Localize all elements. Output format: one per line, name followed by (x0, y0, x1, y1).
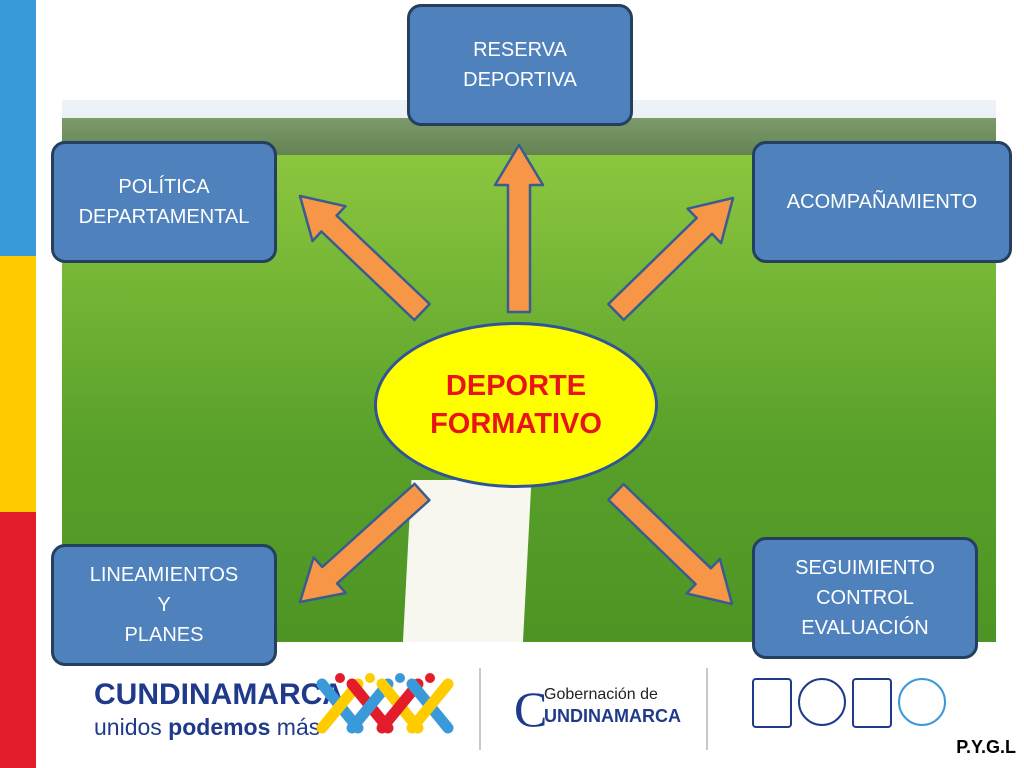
certification-seals (752, 678, 952, 734)
footer-divider-1 (479, 668, 481, 750)
node-reserva-deportiva: RESERVA DEPORTIVA (407, 4, 633, 126)
gobernacion-logo: C Gobernación de UNDINAMARCA (514, 678, 684, 737)
ntcgp-seal-icon (852, 678, 892, 728)
gobernacion-c-glyph: C (514, 681, 548, 737)
arrow-to-bottom-right (607, 482, 734, 606)
node-politica-departamental: POLÍTICA DEPARTAMENTAL (51, 141, 277, 263)
stripe-blue (0, 0, 36, 256)
node-lineamientos-planes: LINEAMIENTOS Y PLANES (51, 544, 277, 666)
colombia-seal-icon (898, 678, 946, 726)
stripe-red (0, 512, 36, 768)
author-initials: P.Y.G.L (956, 737, 1016, 757)
iqnet-seal-icon (798, 678, 846, 726)
cundinamarca-logo: CUNDINAMARCA unidos podemos más (94, 678, 344, 741)
footer: CUNDINAMARCA unidos podemos más C Gobern… (36, 648, 1024, 768)
center-deporte-formativo: DEPORTE FORMATIVO (374, 322, 658, 488)
node-seguimiento-control: SEGUIMIENTO CONTROL EVALUACIÓN (752, 537, 978, 659)
colorful-crosses-logo (316, 673, 454, 734)
node-acompanamiento: ACOMPAÑAMIENTO (752, 141, 1012, 263)
cundinamarca-wordmark: CUNDINAMARCA (94, 678, 344, 711)
gobernacion-line2: UNDINAMARCA (544, 706, 681, 726)
arrow-to-bottom-left (298, 482, 431, 604)
footer-divider-2 (706, 668, 708, 750)
gobernacion-line1: Gobernación de (544, 686, 658, 703)
stripe-yellow (0, 256, 36, 512)
arrow-to-top-right (607, 196, 735, 322)
arrow-to-top-left (298, 194, 431, 322)
arrow-to-top (493, 143, 545, 314)
slogan: unidos podemos más (94, 714, 321, 740)
iso-seal-icon (752, 678, 792, 728)
